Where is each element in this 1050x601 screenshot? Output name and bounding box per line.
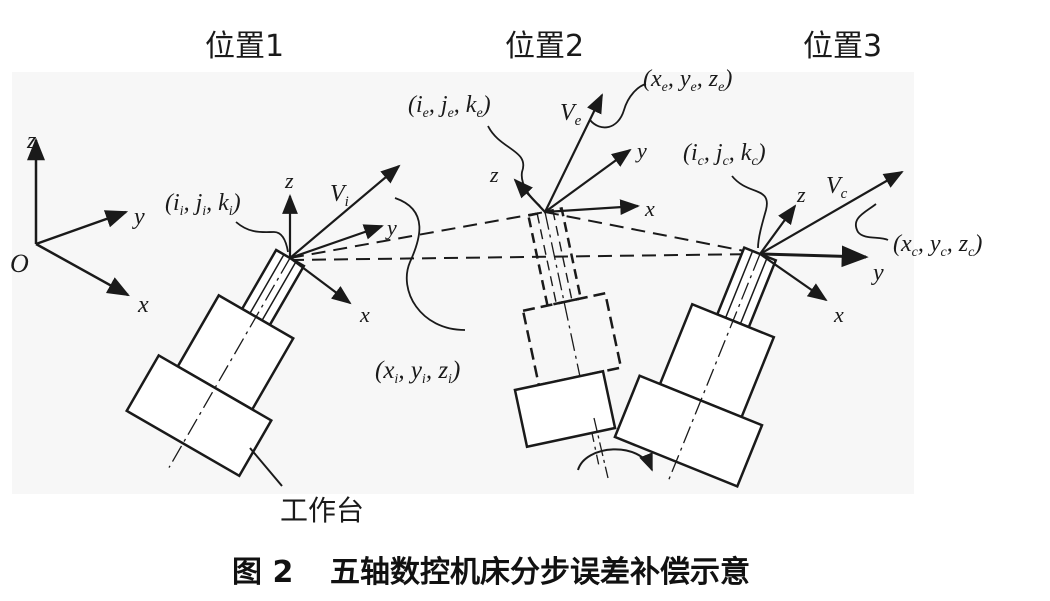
pos2-point-leader — [589, 83, 647, 129]
pos1-y-label: y — [385, 215, 397, 240]
pos3-point-label: (xc, yc, zc) — [893, 231, 982, 260]
pos3-point-leader — [855, 203, 889, 241]
pos2-z-label: z — [489, 162, 499, 187]
tool-position-2 — [513, 206, 623, 465]
tool-position-3 — [613, 246, 778, 489]
pos2-y-label: y — [635, 138, 647, 163]
pos3-z-label: z — [796, 182, 806, 207]
frame-pos3-axes — [759, 171, 904, 302]
path-lines — [289, 211, 761, 261]
pos2-x-label: x — [644, 196, 655, 221]
caption-number: 图 2 — [232, 555, 293, 590]
position-3-label: 位置3 — [803, 29, 882, 64]
pos1-point-leader — [394, 197, 466, 331]
table-label: 工作台 — [280, 494, 364, 527]
origin-y-axis — [35, 210, 129, 246]
position-2-label: 位置2 — [505, 29, 584, 64]
origin-x-label: x — [137, 292, 149, 318]
pos2-direction-leader — [487, 125, 541, 207]
pos2-point-label: (xe, ye, ze) — [643, 66, 732, 95]
rotation-axis — [593, 417, 609, 479]
pos3-x-label: x — [833, 302, 844, 327]
tool-position-1 — [125, 248, 306, 478]
pos1-point-label: (xi, yi, zi) — [375, 357, 460, 387]
figure-panel — [12, 72, 914, 494]
pos3-y-label: y — [871, 260, 884, 286]
origin-x-axis — [35, 242, 130, 297]
caption-title: 五轴数控机床分步误差补偿示意 — [330, 555, 750, 590]
tool-2-head — [513, 369, 617, 449]
pos1-velocity-label: Vi — [330, 181, 349, 210]
table-leader — [249, 447, 283, 487]
rotation-arc — [577, 448, 653, 472]
origin-label: O — [10, 249, 29, 278]
pos1-direction-leader — [235, 221, 289, 253]
position-1-label: 位置1 — [205, 29, 284, 64]
pos1-z-label: z — [284, 168, 294, 193]
pos3-direction-leader — [731, 175, 768, 249]
origin-z-label: z — [26, 128, 37, 154]
pos3-direction-label: (ic, jc, kc) — [683, 140, 766, 169]
origin-y-label: y — [132, 204, 145, 230]
origin-frame — [27, 137, 130, 297]
frame-pos1-axes — [282, 164, 401, 305]
pos1-x-label: x — [359, 302, 370, 327]
